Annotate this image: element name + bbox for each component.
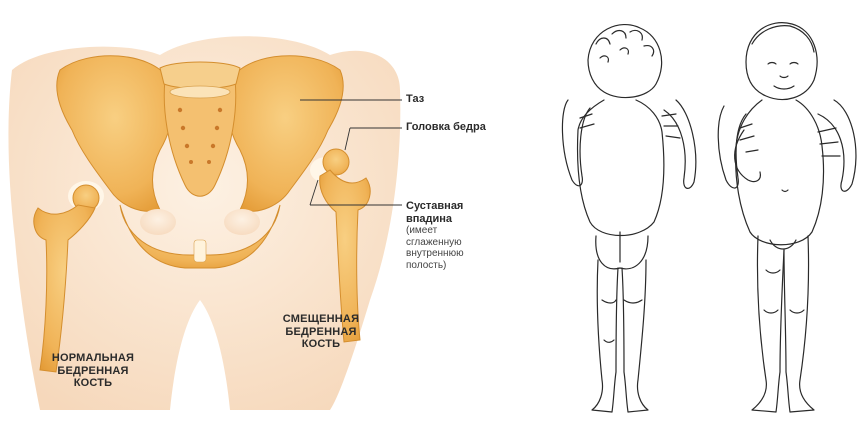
caption-normal-femur: НОРМАЛЬНАЯ БЕДРЕННАЯ КОСТЬ [34, 352, 152, 390]
back-view-right-adult-hand [664, 100, 696, 188]
front-view-left-leg [752, 236, 784, 412]
displaced-femoral-head [323, 149, 349, 175]
front-view-navel [782, 190, 788, 192]
front-view-torso [736, 100, 824, 245]
label-socket-note-3: внутреннюю [406, 248, 464, 260]
back-view-left-adult-hand [562, 100, 590, 186]
label-socket-note-2: сглаженную [406, 237, 464, 249]
back-view-torso [578, 100, 664, 236]
pubic-symphysis [194, 240, 206, 262]
caption-normal-3: КОСТЬ [34, 377, 152, 390]
back-view-buttocks [596, 236, 648, 269]
label-femoral-head: Головка бедра [406, 121, 486, 134]
lumbar-vertebra [160, 62, 240, 89]
left-obturator-foramen [140, 209, 176, 235]
label-pelvis: Таз [406, 93, 424, 106]
label-socket-title-2: впадина [406, 213, 464, 226]
back-view-left-leg [592, 260, 618, 412]
back-view-finger-lines [580, 114, 680, 138]
front-view-face [768, 63, 798, 90]
child-back-view [562, 25, 695, 412]
label-socket-note-1: (имеет [406, 225, 464, 237]
right-obturator-foramen [224, 209, 260, 235]
label-socket: Суставная впадина (имеет сглаженную внут… [406, 200, 464, 271]
caption-displaced-2: БЕДРЕННАЯ [268, 326, 374, 339]
label-socket-title-1: Суставная [406, 200, 464, 213]
back-view-head [588, 25, 662, 98]
front-view-finger-lines [740, 124, 840, 156]
caption-normal-2: БЕДРЕННАЯ [34, 365, 152, 378]
back-view-hair-curls [596, 30, 654, 62]
caption-displaced-1: СМЕЩЕННАЯ [268, 313, 374, 326]
caption-displaced-3: КОСТЬ [268, 338, 374, 351]
label-socket-note-4: полость) [406, 260, 464, 272]
caption-normal-1: НОРМАЛЬНАЯ [34, 352, 152, 365]
caption-displaced-femur: СМЕЩЕННАЯ БЕДРЕННАЯ КОСТЬ [268, 313, 374, 351]
front-view-head [746, 23, 817, 100]
back-view-skin-folds [602, 300, 642, 342]
child-front-view [718, 23, 856, 412]
front-view-right-leg [784, 236, 814, 412]
vertebral-disc [170, 86, 230, 98]
back-view-right-leg [622, 260, 648, 412]
